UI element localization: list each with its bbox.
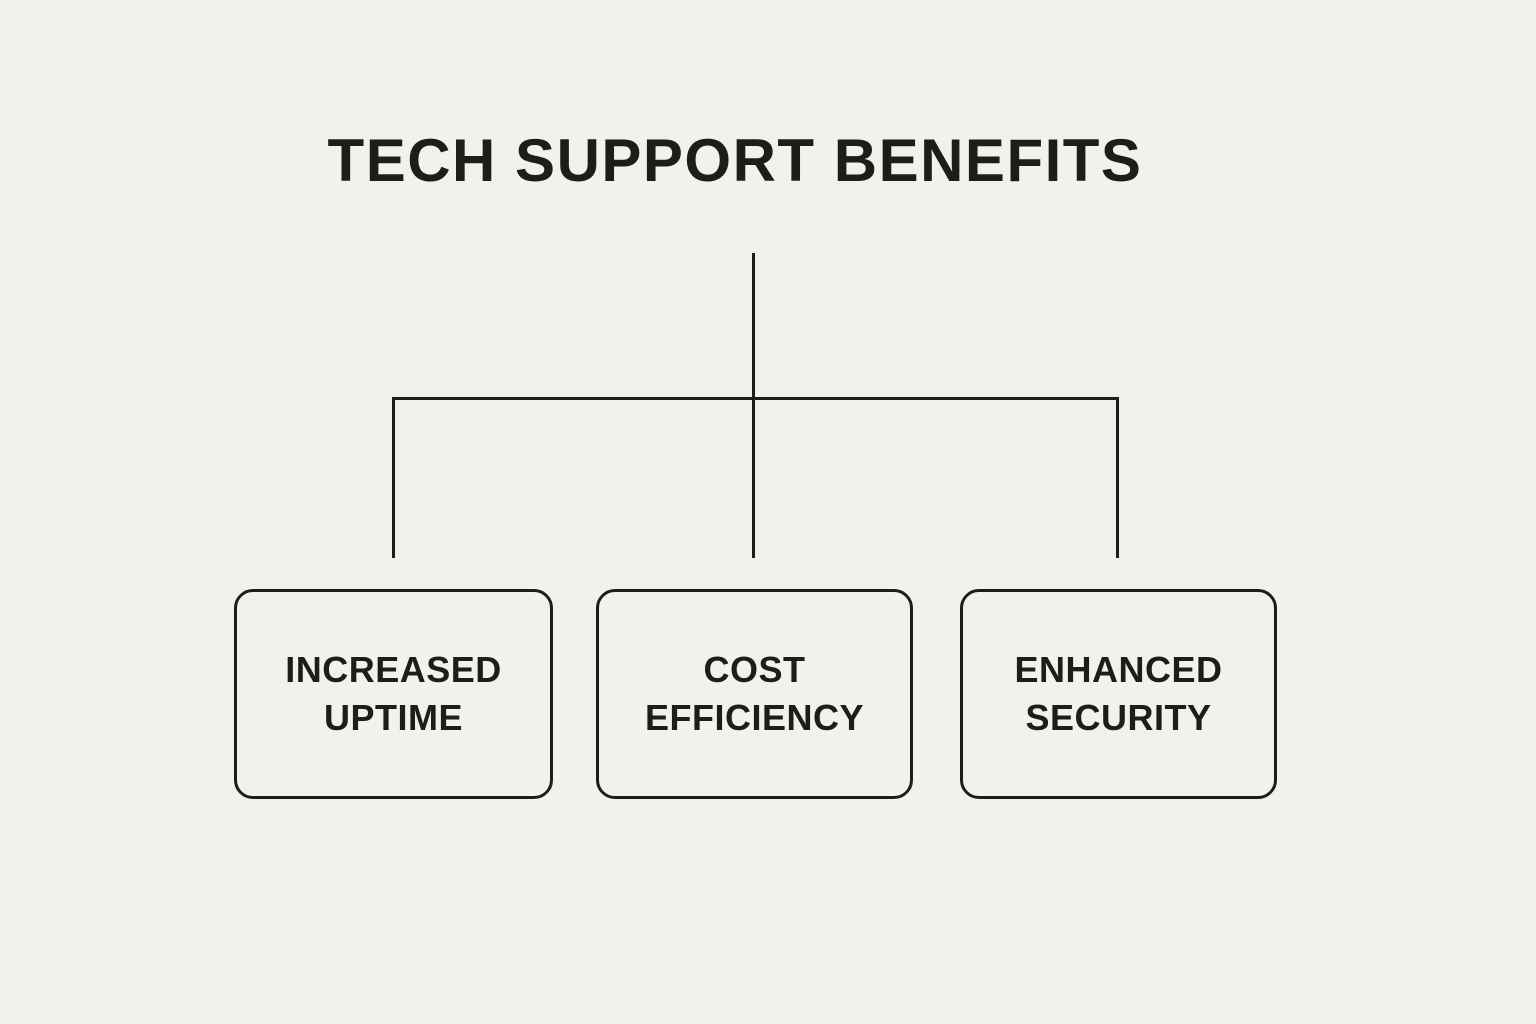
node-label-line: INCREASED bbox=[285, 649, 502, 690]
connector-drop-left bbox=[392, 397, 395, 558]
node-label-line: SECURITY bbox=[1025, 697, 1212, 738]
node-enhanced-security: ENHANCED SECURITY bbox=[960, 589, 1277, 799]
connector-horizontal bbox=[392, 397, 1119, 400]
node-cost-efficiency: COST EFFICIENCY bbox=[596, 589, 913, 799]
connector-drop-right bbox=[1116, 397, 1119, 558]
node-increased-uptime: INCREASED UPTIME bbox=[234, 589, 553, 799]
node-label-line: EFFICIENCY bbox=[644, 697, 864, 738]
diagram-title: TECH SUPPORT BENEFITS bbox=[327, 127, 1143, 194]
node-label-line: UPTIME bbox=[323, 697, 463, 738]
connector-stem bbox=[752, 253, 755, 558]
node-label-line: ENHANCED bbox=[1014, 649, 1223, 690]
node-label-line: COST bbox=[703, 649, 806, 690]
